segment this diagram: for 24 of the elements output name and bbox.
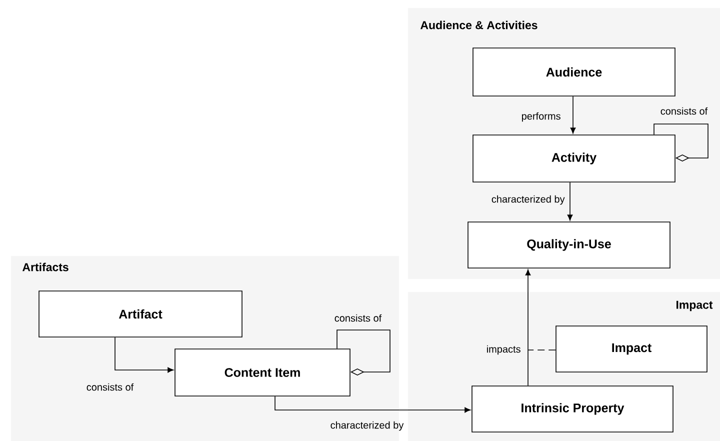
arrow <box>274 396 471 413</box>
class-box: Activity <box>472 134 676 182</box>
edge-label: performs <box>522 112 560 122</box>
arrow <box>114 337 174 373</box>
arrow <box>525 269 531 386</box>
arrow <box>570 96 576 134</box>
class-box: Quality-in-Use <box>468 222 670 268</box>
panel-title: Impact <box>676 300 713 312</box>
aggregation-line <box>654 124 708 162</box>
class-box: Content Item <box>174 348 350 396</box>
edge-label: characterized by <box>492 195 565 205</box>
edge-label: consists of <box>334 314 382 322</box>
aggregation-line <box>336 330 390 376</box>
edge-label: consists of <box>660 107 708 115</box>
panel-title: Audience & Activities <box>420 20 538 30</box>
class-box: Impact <box>556 326 708 372</box>
class-box: Audience <box>472 48 676 96</box>
class-box: Intrinsic Property <box>472 386 674 432</box>
edge-label: impacts <box>487 345 520 355</box>
class-box: Artifact <box>38 290 242 338</box>
panel-title: Artifacts <box>22 262 68 272</box>
edge-label: characterized by <box>330 421 404 431</box>
arrow <box>567 182 573 221</box>
edge-label: consists of <box>86 383 134 391</box>
